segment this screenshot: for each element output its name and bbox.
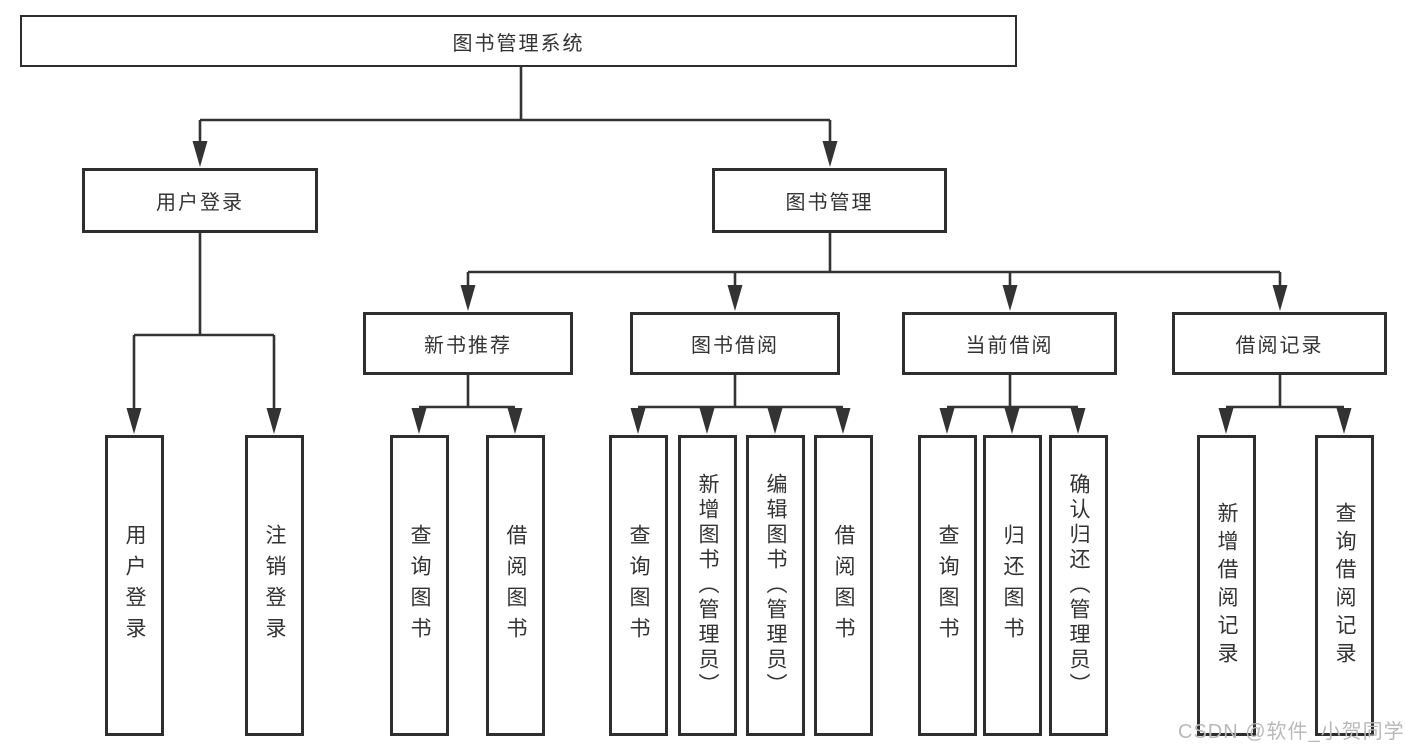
node-new-book-recommend-label: 新书推荐 — [424, 335, 512, 357]
leaf-query-book-1-label: 查询图书 — [408, 523, 431, 648]
node-root-label: 图书管理系统 — [452, 32, 585, 55]
leaf-borrow-book-2-label: 借阅图书 — [832, 523, 855, 648]
leaf-query-book-3: 查询图书 — [918, 435, 977, 736]
node-borrowing-records-label: 借阅记录 — [1235, 335, 1324, 357]
node-current-borrowing-label: 当前借阅 — [965, 335, 1054, 357]
node-borrowing-records: 借阅记录 — [1172, 312, 1387, 375]
leaf-return-book-label: 归还图书 — [1001, 523, 1024, 648]
leaf-query-book-3-label: 查询图书 — [936, 523, 959, 648]
leaf-user-login-label: 用户登录 — [123, 523, 146, 648]
leaf-borrow-book-2: 借阅图书 — [814, 435, 873, 736]
node-new-book-recommend: 新书推荐 — [363, 312, 573, 375]
leaf-add-borrow-record-label: 新增借阅记录 — [1215, 501, 1238, 670]
leaf-confirm-return-admin: 确认归还（管理员） — [1049, 435, 1108, 736]
node-book-management-label: 图书管理 — [785, 192, 874, 214]
leaf-query-book-2-label: 查询图书 — [627, 523, 650, 648]
leaf-add-book-admin: 新增图书（管理员） — [678, 435, 737, 736]
leaf-query-borrow-record: 查询借阅记录 — [1315, 435, 1374, 736]
leaf-logout-label: 注销登录 — [263, 523, 286, 648]
leaf-query-book-2: 查询图书 — [609, 435, 668, 736]
leaf-return-book: 归还图书 — [983, 435, 1042, 736]
leaf-borrow-book-1-label: 借阅图书 — [504, 523, 527, 648]
leaf-edit-book-admin-label: 编辑图书（管理员） — [764, 473, 787, 698]
leaf-add-borrow-record: 新增借阅记录 — [1197, 435, 1256, 736]
leaf-query-book-1: 查询图书 — [390, 435, 449, 736]
leaf-edit-book-admin: 编辑图书（管理员） — [746, 435, 805, 736]
leaf-logout: 注销登录 — [245, 435, 304, 736]
node-user-login-label: 用户登录 — [156, 192, 244, 214]
watermark: CSDN @软件_小贺同学 — [1178, 721, 1405, 743]
node-root: 图书管理系统 — [20, 15, 1017, 67]
leaf-add-book-admin-label: 新增图书（管理员） — [696, 473, 719, 698]
leaf-confirm-return-admin-label: 确认归还（管理员） — [1067, 473, 1090, 698]
leaf-query-borrow-record-label: 查询借阅记录 — [1333, 501, 1356, 670]
node-book-borrowing-label: 图书借阅 — [691, 335, 779, 357]
node-book-borrowing: 图书借阅 — [630, 312, 840, 375]
leaf-user-login: 用户登录 — [105, 435, 164, 736]
leaf-borrow-book-1: 借阅图书 — [486, 435, 545, 736]
node-current-borrowing: 当前借阅 — [902, 312, 1117, 375]
arrowheads — [126, 141, 1352, 434]
node-book-management: 图书管理 — [712, 168, 947, 233]
node-user-login: 用户登录 — [82, 168, 318, 233]
